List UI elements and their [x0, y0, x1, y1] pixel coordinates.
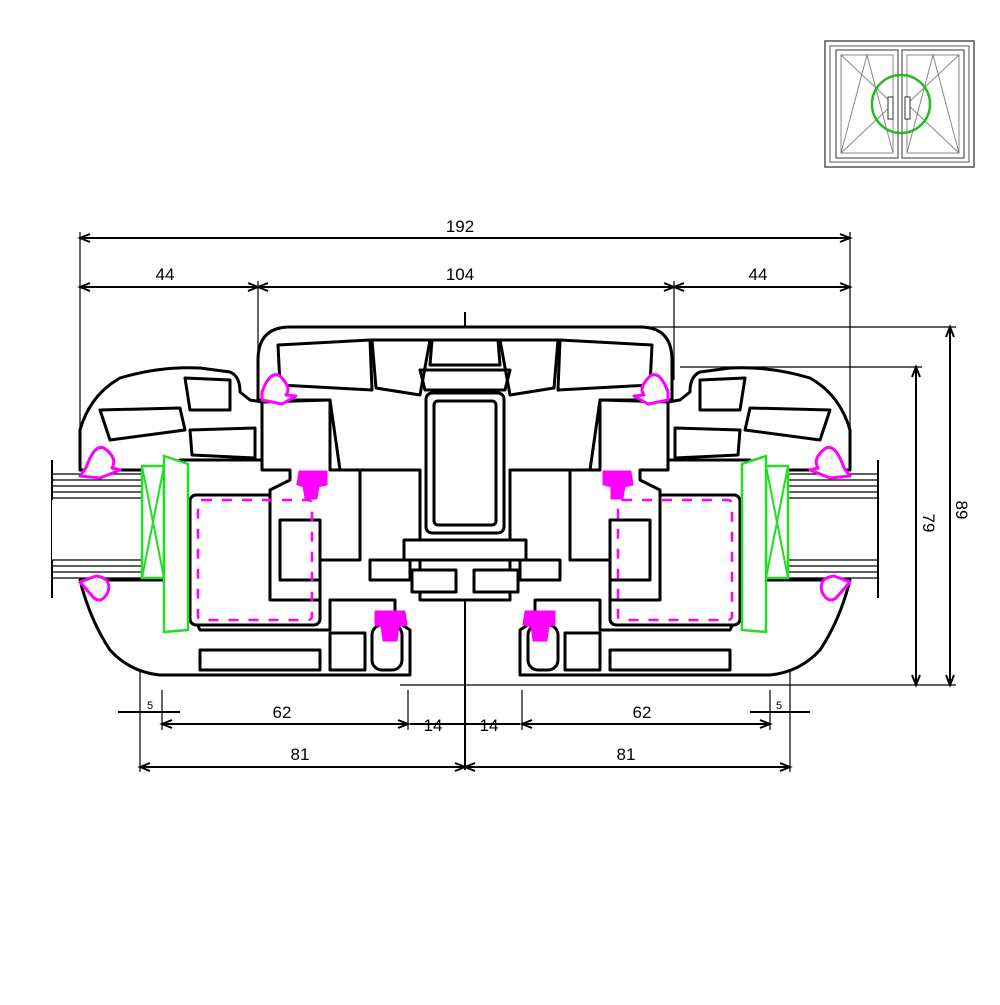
dim-left-gap: 14	[424, 716, 443, 735]
highlight-circle	[870, 73, 932, 135]
right-sash-profile	[518, 366, 852, 677]
dim-left-sash-total: 81	[291, 745, 310, 764]
dim-right-glass-offset: 5	[776, 700, 782, 712]
dim-left-sash-inner: 62	[273, 703, 292, 722]
dimension-lines	[77, 232, 956, 772]
dim-height-inner: 79	[919, 514, 938, 533]
dim-height-outer: 89	[952, 501, 971, 520]
dim-left-glass-offset: 5	[147, 700, 153, 712]
dim-right-sash-total: 81	[617, 745, 636, 764]
gaskets	[78, 373, 852, 642]
glazing-beads	[140, 454, 790, 634]
dim-outer-right: 44	[749, 265, 768, 284]
left-sash-profile	[78, 366, 412, 677]
dim-outer-left: 44	[156, 265, 175, 284]
double-casement-window-icon	[824, 40, 975, 168]
dimension-labels: 192 44 104 44 79 89 62 14 14 62 5 5 81 8…	[147, 217, 971, 764]
dim-right-gap: 14	[480, 716, 499, 735]
right-glass-pane	[780, 460, 879, 598]
dim-right-sash-inner: 62	[633, 703, 652, 722]
dim-overall-width: 192	[446, 217, 474, 236]
central-mullion-profile	[256, 325, 674, 602]
left-glass-pane	[51, 460, 150, 598]
steel-reinforcement	[196, 498, 734, 622]
dim-center: 104	[446, 265, 474, 284]
